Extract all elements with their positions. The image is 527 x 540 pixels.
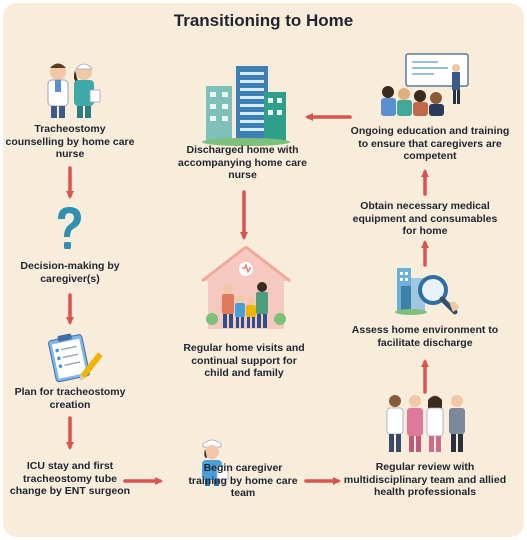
step-label-icu: ICU stay and first tracheostomy tube cha…: [9, 460, 131, 497]
clipboard-plan-icon: [48, 333, 102, 383]
family-house-illustration: [201, 245, 291, 329]
step-label-plan: Plan for tracheostomy creation: [14, 386, 126, 411]
magnifier-buildings-icon: [395, 268, 459, 315]
step-label-review: Regular review with multidisciplinary te…: [343, 461, 507, 498]
doctor-and-nurse-illustration: [47, 63, 101, 118]
step-label-discharge: Discharged home with accompanying home c…: [178, 144, 307, 181]
step-label-education: Ongoing education and training to ensure…: [350, 125, 510, 162]
step-label-assess: Assess home environment to facilitate di…: [351, 324, 499, 349]
diagram-title: Transitioning to Home: [173, 11, 354, 30]
apartment-buildings-illustration: [202, 66, 290, 146]
question-mark-icon: [58, 207, 81, 249]
step-label-training: Begin caregiver training by home care te…: [188, 462, 298, 499]
classroom-illustration: [381, 53, 469, 116]
medical-team-illustration: [386, 395, 465, 452]
step-label-home-visits: Regular home visits and continual suppor…: [183, 342, 305, 379]
step-label-decision: Decision-making by caregiver(s): [20, 260, 120, 285]
nurse-illustration: [202, 439, 229, 486]
step-label-equipment: Obtain necessary medical equipment and c…: [352, 200, 498, 237]
step-label-counselling: Tracheostomy counselling by home care nu…: [5, 123, 135, 160]
